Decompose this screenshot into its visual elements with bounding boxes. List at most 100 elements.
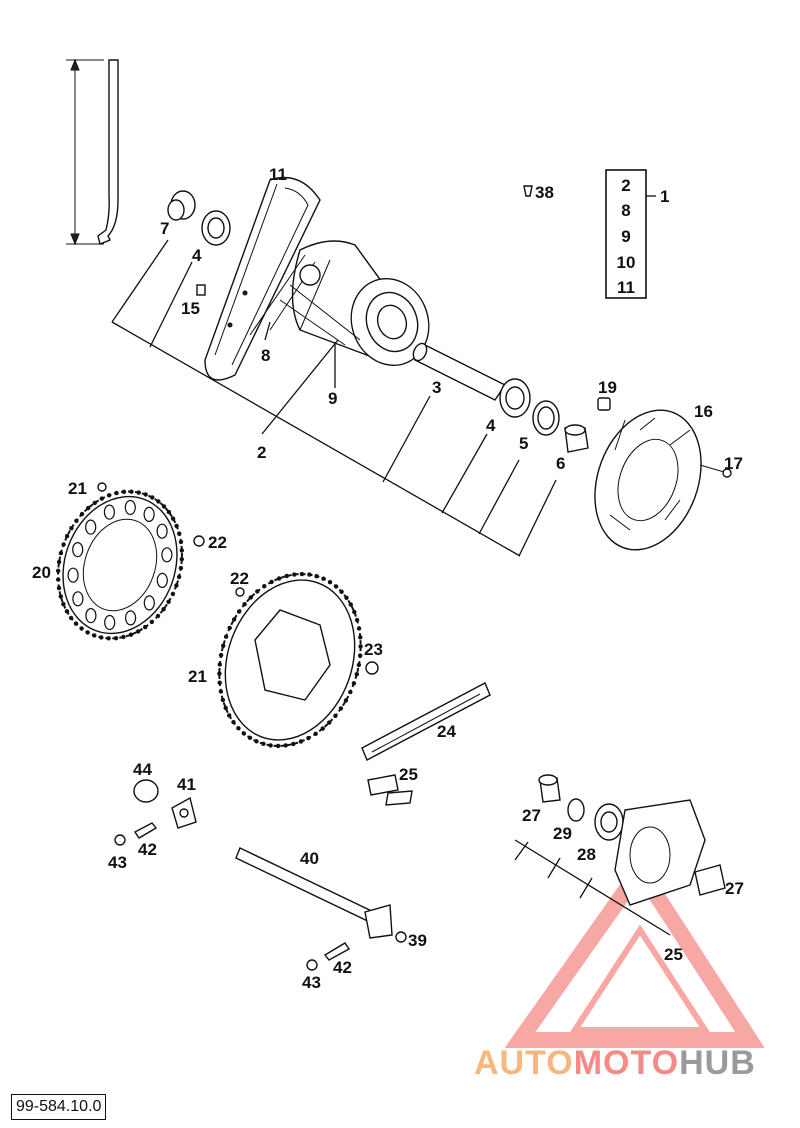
- assembly-item-10: 10: [617, 253, 636, 272]
- sprocket-tooth: [261, 741, 266, 746]
- part-label-25: 25: [664, 945, 683, 964]
- sprocket-19-drawing: [57, 482, 205, 640]
- part-label-15: 16: [694, 402, 713, 421]
- assembly-box: 2 8 9 10 11 1: [605, 169, 669, 299]
- rim-drawing: [204, 176, 321, 381]
- watermark-brand-part3: HUB: [679, 1044, 756, 1082]
- sprocket-tooth: [231, 720, 236, 725]
- sprocket-tooth: [161, 607, 166, 612]
- sprocket-carrier-drawing: [538, 774, 726, 906]
- sprocket-hole: [85, 519, 97, 535]
- sprocket-tooth: [73, 621, 79, 626]
- sprocket-tooth: [343, 698, 349, 703]
- sprocket-tooth: [74, 518, 79, 523]
- sprocket-tooth: [313, 731, 318, 736]
- sprocket-tooth: [143, 492, 148, 497]
- sprocket-tooth: [170, 591, 176, 597]
- part-label-24: 25: [399, 765, 418, 784]
- sprocket-tooth: [56, 577, 61, 582]
- sprocket-tooth: [221, 643, 226, 648]
- part-label-21a: 21: [68, 479, 87, 498]
- part-label-22b: 23: [364, 640, 383, 659]
- sprocket-tooth: [99, 496, 105, 501]
- sprocket-tooth: [348, 689, 353, 695]
- part-label-38: 38: [535, 183, 554, 202]
- part-label-42a: 42: [138, 840, 157, 859]
- sprocket-tooth: [333, 713, 338, 718]
- sprocket-tooth: [121, 489, 127, 494]
- sprocket-tooth: [64, 533, 70, 539]
- part-label-23: 24: [437, 722, 456, 741]
- part-label-42b: 42: [333, 958, 352, 977]
- sprocket-tooth: [247, 735, 253, 740]
- sprocket-tooth: [179, 548, 184, 553]
- sprocket-tooth: [106, 493, 112, 498]
- sprocket-tooth: [269, 579, 274, 585]
- part-label-20: 21: [188, 667, 207, 686]
- sprocket-tooth: [178, 565, 184, 571]
- sprocket-tooth: [236, 726, 241, 731]
- part-label-9: 9: [328, 389, 337, 408]
- part-label-29: 29: [553, 824, 572, 843]
- sprocket-tooth: [321, 576, 326, 581]
- assembly-item-9: 9: [621, 227, 630, 246]
- sprocket-tooth: [354, 672, 359, 677]
- part-label-3: 3: [432, 378, 441, 397]
- part-label-5: 5: [519, 434, 528, 453]
- part-label-4a: 4: [192, 246, 202, 265]
- part-label-16: 17: [724, 454, 743, 473]
- sprocket-tooth: [327, 580, 333, 585]
- sprocket-hole: [67, 567, 79, 583]
- part-label-7: 7: [160, 219, 169, 238]
- sprocket-tooth: [129, 489, 134, 494]
- sprocket-tooth: [161, 504, 167, 509]
- sprocket-tooth: [85, 630, 90, 635]
- sprocket-19-holes: [67, 499, 173, 631]
- sprocket-tooth: [242, 602, 247, 607]
- sprocket-tooth: [356, 662, 362, 668]
- sprocket-tooth: [79, 626, 84, 631]
- sprocket-19-teeth: [56, 489, 184, 641]
- sprocket-hole: [156, 523, 168, 539]
- part-label-28: 28: [577, 845, 596, 864]
- sprocket-tooth: [166, 599, 171, 604]
- spoke-drawing: [66, 58, 119, 246]
- part-label-4b: 4: [486, 416, 496, 435]
- assembly-item-8: 8: [621, 201, 630, 220]
- part-labels: 11 7 4 15 8 9 3 2 4 5 6 38 19 16 17 21 2…: [32, 165, 744, 992]
- sprocket-hole: [103, 504, 116, 520]
- sprocket-tooth: [344, 595, 349, 600]
- sprocket-tooth: [306, 735, 311, 741]
- part-label-2: 2: [257, 443, 266, 462]
- sprocket-tooth: [166, 509, 172, 515]
- sprocket-tooth: [136, 490, 141, 495]
- sprocket-tooth: [61, 542, 66, 547]
- part-label-11: 15: [181, 299, 200, 318]
- watermark-brand-part2: MOTO: [573, 1044, 680, 1082]
- sprocket-tooth: [314, 574, 319, 579]
- sprocket-tooth: [92, 633, 97, 638]
- sprocket-tooth: [68, 615, 74, 621]
- sprocket-tooth: [150, 495, 155, 500]
- assembly-item-2: 2: [621, 176, 630, 195]
- sprocket-tooth: [358, 635, 363, 640]
- sprocket-tooth: [358, 653, 363, 658]
- sprocket-tooth: [354, 617, 360, 623]
- sprocket-tooth: [227, 713, 232, 718]
- sprocket-tooth: [227, 625, 232, 631]
- sprocket-20-teeth: [217, 571, 363, 749]
- chain-drawing: [361, 682, 491, 806]
- watermark-brand-text: AUTOMOTOHUB: [474, 1044, 756, 1083]
- sprocket-tooth: [176, 574, 182, 580]
- sprocket-tooth: [217, 680, 222, 685]
- part-label-39: 39: [408, 931, 427, 950]
- sprocket-tooth: [106, 636, 111, 641]
- part-label-40: 40: [300, 849, 319, 868]
- sprocket-tooth: [254, 739, 259, 744]
- watermark-brand-part1: AUTO: [474, 1044, 574, 1082]
- sprocket-tooth: [56, 568, 61, 573]
- sprocket-tooth: [339, 589, 344, 594]
- part-label-8: 8: [261, 346, 270, 365]
- sprocket-tooth: [170, 516, 176, 521]
- sprocket-tooth: [86, 505, 91, 511]
